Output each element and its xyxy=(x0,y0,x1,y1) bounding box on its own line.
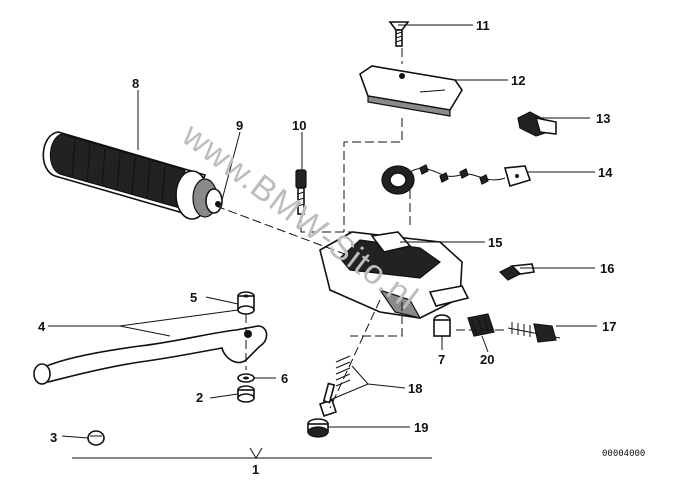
assembly-line xyxy=(215,205,351,257)
pin-7 xyxy=(433,314,451,337)
callout-19: 19 xyxy=(414,420,428,435)
callout-15: 15 xyxy=(488,235,502,250)
callout-9: 9 xyxy=(236,118,243,133)
cover-plate xyxy=(359,65,463,117)
callout-3: 3 xyxy=(50,430,57,445)
nut-2 xyxy=(237,385,255,403)
adjuster-17 xyxy=(507,322,561,343)
assembly-line xyxy=(300,214,352,233)
callout-14: 14 xyxy=(598,165,613,180)
callout-12: 12 xyxy=(511,73,525,88)
callout-5: 5 xyxy=(190,290,197,305)
callout-2: 2 xyxy=(196,390,203,405)
callout-10: 10 xyxy=(292,118,306,133)
callout-4: 4 xyxy=(38,319,46,334)
callout-8: 8 xyxy=(132,76,139,91)
spring-bolt-18 xyxy=(318,355,351,418)
callout-numbers: 1 2 3 4 5 6 7 8 9 10 11 12 13 14 15 16 1… xyxy=(38,18,616,477)
assembly-line xyxy=(343,118,403,232)
hand-lever xyxy=(33,325,268,385)
cap-3 xyxy=(87,430,105,446)
leader-lines xyxy=(48,24,597,459)
assembly-line xyxy=(329,299,381,409)
lever-housing xyxy=(319,231,470,319)
clip-13 xyxy=(517,111,557,137)
screw-11 xyxy=(388,21,410,47)
bushing-5 xyxy=(237,291,255,315)
adjuster-20 xyxy=(467,313,495,337)
callout-20: 20 xyxy=(480,352,494,367)
watermark: www.BMW-Sito.nl xyxy=(174,115,425,317)
callout-17: 17 xyxy=(602,319,616,334)
callout-1: 1 xyxy=(252,462,259,477)
adjuster-chain xyxy=(381,164,532,195)
screw-16 xyxy=(498,263,535,281)
diagram-code: 00004000 xyxy=(602,449,645,459)
callout-16: 16 xyxy=(600,261,614,276)
assembly-line xyxy=(350,302,403,337)
washer-6 xyxy=(237,373,255,383)
callout-11: 11 xyxy=(476,18,490,33)
callout-6: 6 xyxy=(281,371,288,386)
nut-19 xyxy=(307,418,329,438)
callout-18: 18 xyxy=(408,381,422,396)
callout-7: 7 xyxy=(438,352,445,367)
callout-13: 13 xyxy=(596,111,610,126)
